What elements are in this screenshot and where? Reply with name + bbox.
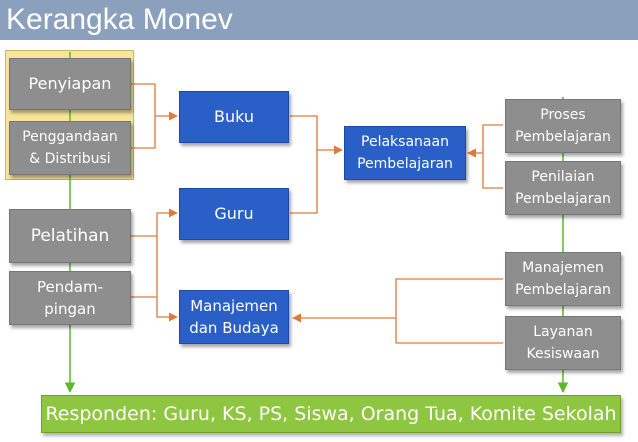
title-bar: Kerangka Monev	[0, 0, 638, 40]
connector-buku-guru	[290, 115, 318, 214]
connector-to-guru	[156, 208, 178, 236]
box-pendampingan: Pendam- pingan	[9, 271, 131, 325]
connector-pelatihan-pendampingan	[131, 235, 158, 298]
box-manajemen-pembelajaran: Manajemen Pembelajaran	[505, 252, 621, 306]
page-title: Kerangka Monev	[6, 3, 233, 36]
box-guru: Guru	[179, 188, 289, 240]
box-penggandaan-distribusi: Penggandaan & Distribusi	[9, 121, 131, 175]
connector-to-manajemen	[156, 297, 178, 322]
responden-bar: Responden: Guru, KS, PS, Siswa, Orang Tu…	[41, 395, 621, 433]
connector-penyiapan-buku	[131, 83, 156, 149]
box-proses-pembelajaran: Proses Pembelajaran	[505, 99, 621, 153]
box-penyiapan: Penyiapan	[9, 58, 131, 110]
box-manajemen-budaya: Manajemen dan Budaya	[179, 290, 289, 344]
connector-manajemen-layanan	[395, 278, 503, 344]
box-pelaksanaan-pembelajaran: Pelaksanaan Pembelajaran	[344, 126, 466, 180]
box-buku: Buku	[179, 91, 289, 143]
box-layanan-kesiswaan: Layanan Kesiswaan	[505, 316, 621, 370]
box-pelatihan: Pelatihan	[9, 209, 131, 263]
box-penilaian-pembelajaran: Penilaian Pembelajaran	[505, 161, 621, 215]
connector-proses-penilaian	[482, 124, 503, 189]
